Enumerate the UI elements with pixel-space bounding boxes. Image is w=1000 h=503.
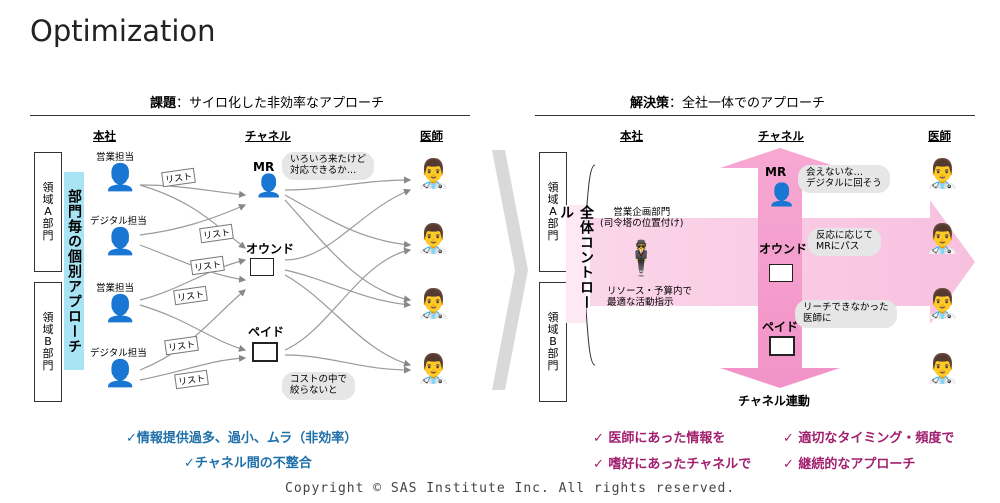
left-channel-mr: MR [253, 160, 275, 174]
silo-approach-label: 部門毎の個別アプローチ [64, 172, 84, 370]
person-label-3: 営業担当 [96, 283, 135, 294]
person-icon: 👤 [104, 163, 137, 193]
left-section-title: 課題：サイロ化した非効率なアプローチ [150, 92, 384, 111]
right-channel-mr: MR [765, 165, 787, 179]
right-head-channel: チャネル [758, 129, 804, 143]
left-title-rest: ：サイロ化した非効率なアプローチ [176, 96, 385, 111]
left-bottom-point-1: ✓情報提供過多、過小、ムラ（非効率） [126, 431, 358, 446]
right-section-title: 解決策：全社一体でのアプローチ [630, 92, 825, 111]
doctor-icon: 👨‍⚕️ [925, 222, 960, 255]
person-icon: 👤 [104, 294, 137, 324]
monitor-icon [252, 342, 278, 362]
copyright-footer: Copyright © SAS Institute Inc. All right… [285, 481, 736, 496]
right-head-hq: 本社 [620, 129, 643, 143]
commander-icon: 🕴 [620, 239, 663, 279]
right-title-rest: ：全社一体でのアプローチ [669, 96, 826, 111]
mr-person-icon: 👤 [255, 174, 283, 199]
right-channel-paid: ペイド [762, 320, 799, 334]
left-head-hq: 本社 [93, 129, 116, 143]
left-head-channel: チャネル [245, 129, 291, 143]
doctor-icon: 👨‍⚕️ [925, 287, 960, 320]
cloud-bottom: コストの中で絞らないと [282, 372, 356, 400]
person-icon: 👤 [104, 359, 137, 389]
check-1: ✓ 医師にあった情報を [593, 431, 726, 446]
person-label-4: デジタル担当 [90, 348, 147, 359]
doctor-icon: 👨‍⚕️ [925, 352, 960, 385]
cloud-top: いろいろ来たけど対応できるか… [282, 152, 375, 180]
left-bottom-point-2: ✓チャネル間の不整合 [184, 456, 312, 471]
left-title-bold: 課題 [150, 96, 177, 111]
mr-person-icon: 👤 [768, 183, 796, 208]
left-flow-arrows [139, 176, 412, 381]
left-head-doctor: 医師 [420, 129, 443, 143]
channel-link-label: チャネル連動 [738, 394, 810, 408]
right-head-doctor: 医師 [928, 129, 951, 143]
person-icon: 👤 [104, 227, 137, 257]
doctor-icon: 👨‍⚕️ [416, 222, 451, 255]
check-3: ✓ 適切なタイミング・頻度で [783, 431, 955, 446]
note-mr: 会えないな…デジタルに回そう [798, 165, 890, 193]
doctor-icon: 👨‍⚕️ [925, 157, 960, 190]
page-title: Optimization [30, 14, 216, 48]
doctor-icon: 👨‍⚕️ [416, 157, 451, 190]
right-channel-owned: オウンド [759, 242, 808, 256]
check-2: ✓ 嗜好にあったチャネルで [593, 457, 752, 472]
check-4: ✓ 継続的なアプローチ [783, 457, 916, 472]
left-channel-paid: ペイド [248, 325, 285, 339]
person-label-2: デジタル担当 [90, 216, 147, 227]
right-title-bold: 解決策 [630, 96, 670, 111]
planning-dept-label: 営業企画部門(司令塔の位置付け) [600, 207, 684, 229]
transition-chevron [492, 150, 528, 390]
note-paid: リーチできなかった医師に [795, 300, 897, 328]
person-label-1: 営業担当 [96, 152, 135, 163]
total-control-label: 全体コントロール [558, 205, 594, 323]
right-divider [535, 115, 975, 116]
doctor-icon: 👨‍⚕️ [416, 352, 451, 385]
envelope-icon [769, 264, 793, 282]
left-channel-owned: オウンド [246, 242, 295, 256]
monitor-icon [769, 336, 795, 356]
envelope-icon [250, 258, 274, 276]
doctor-icon: 👨‍⚕️ [416, 287, 451, 320]
left-divider [30, 115, 470, 116]
planning-sub-label: リソース・予算内で最適な活動指示 [607, 286, 693, 308]
